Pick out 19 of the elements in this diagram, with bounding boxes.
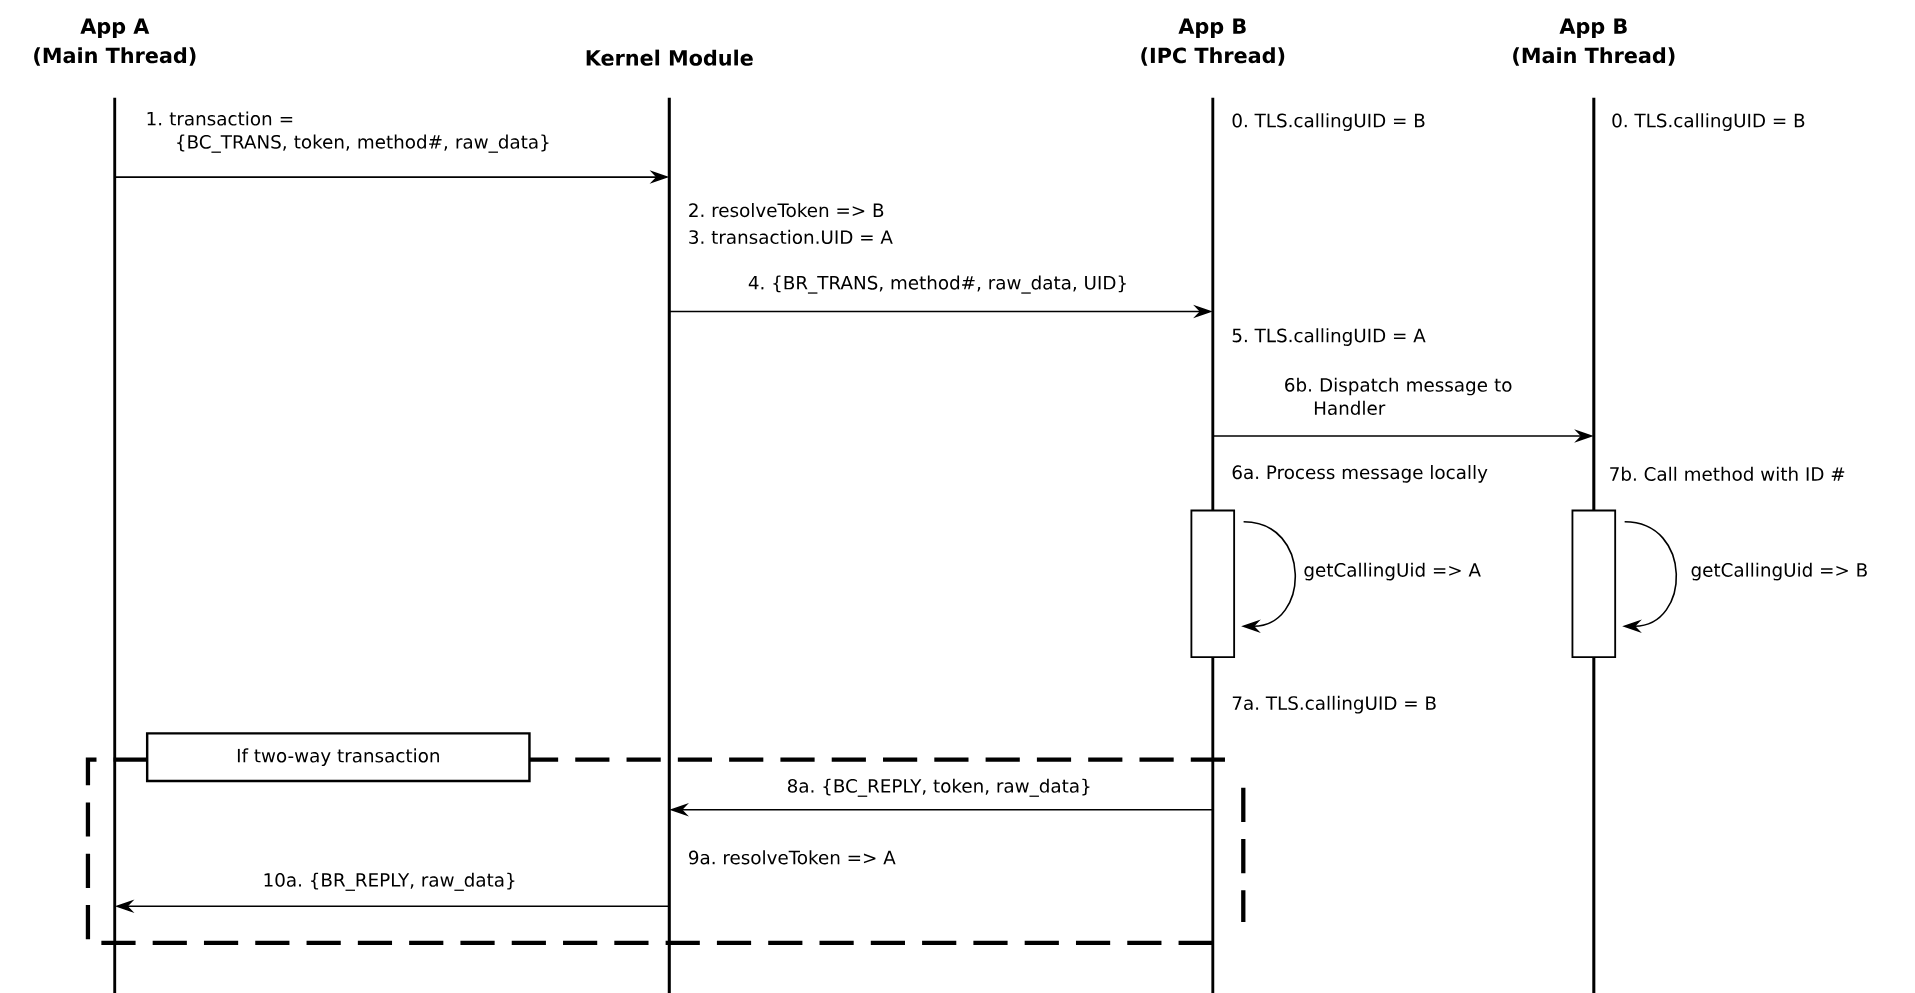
activation-box bbox=[1571, 509, 1617, 658]
activation-box bbox=[1190, 509, 1236, 658]
edge-label: 10a. {BR_REPLY, raw_data} bbox=[264, 872, 515, 891]
frame-label-box: If two-way transaction bbox=[145, 732, 531, 783]
step-note: 7b. Call method with ID # bbox=[1610, 466, 1845, 481]
step-note: 5. TLS.callingUID = A bbox=[1232, 328, 1426, 346]
edge-label: getCallingUid => A bbox=[1304, 562, 1481, 581]
edge-label: 8a. {BC_REPLY, token, raw_data} bbox=[787, 778, 1090, 797]
edge-label: getCallingUid => B bbox=[1691, 562, 1867, 581]
step-note: 0. TLS.callingUID = B bbox=[1612, 113, 1805, 132]
step-note: 0. TLS.callingUID = B bbox=[1232, 113, 1425, 132]
edge-label: 6b. Dispatch message to Handler bbox=[1285, 377, 1512, 416]
step-note: 3. transaction.UID = A bbox=[689, 229, 893, 245]
step-note: 6a. Process message locally bbox=[1232, 465, 1488, 483]
step-note: 9a. resolveToken => A bbox=[689, 850, 896, 865]
edge-label: 1. transaction = {BC_TRANS, token, method#, raw_data} bbox=[147, 111, 549, 153]
step-note: 2. resolveToken => B bbox=[689, 203, 884, 218]
edge-label: 4. {BR_TRANS, method#, raw_data, UID} bbox=[748, 275, 1126, 294]
step-note: 7a. TLS.callingUID = B bbox=[1232, 695, 1436, 714]
